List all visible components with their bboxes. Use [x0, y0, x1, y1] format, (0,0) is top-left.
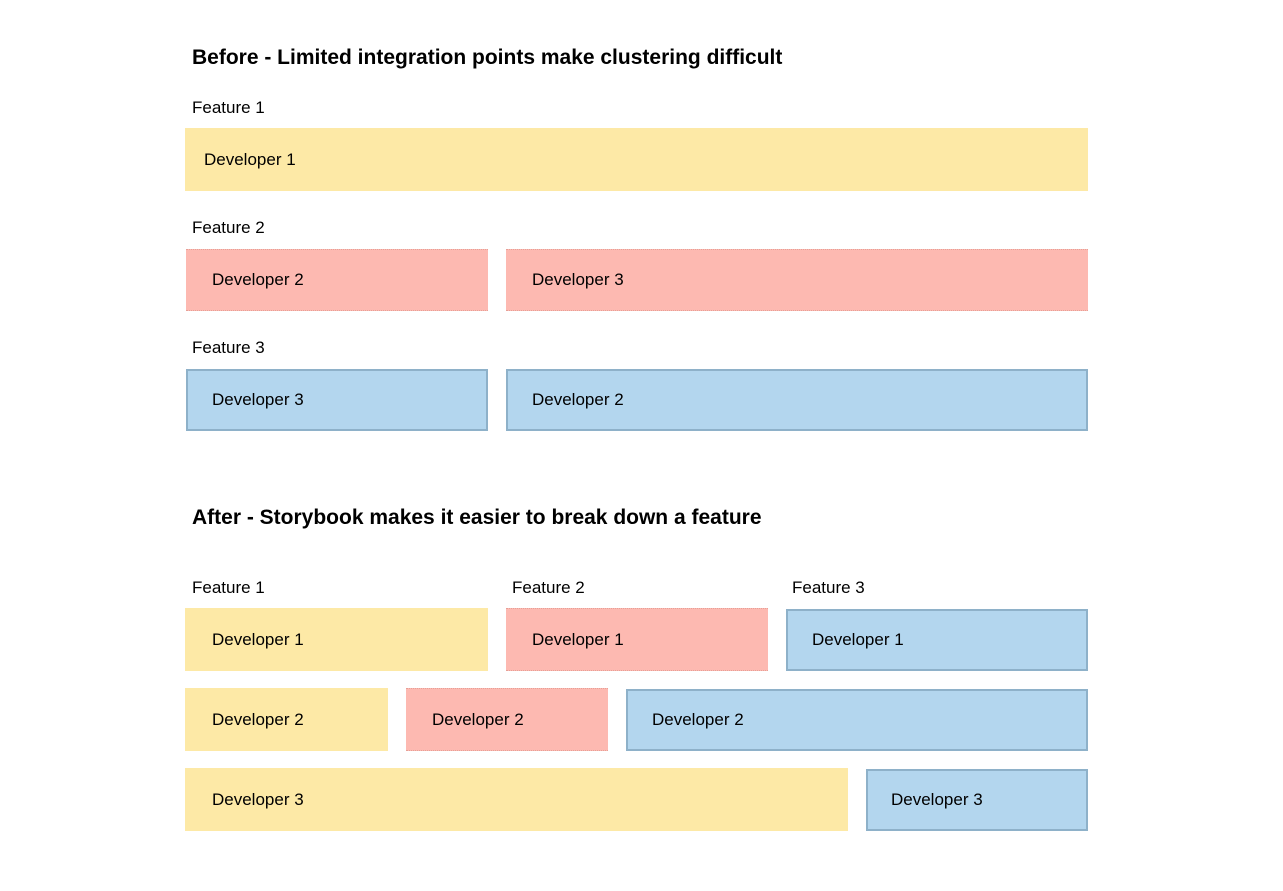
bar-label: Developer 1	[212, 629, 304, 649]
bar-label: Developer 2	[532, 390, 624, 409]
bar-label: Developer 2	[652, 710, 744, 729]
after-feature-2-label: Feature 2	[512, 578, 585, 597]
after-feature-3-label: Feature 3	[792, 578, 865, 597]
before-feature-2-developer-2-bar: Developer 2	[186, 249, 488, 311]
after-feature-1-developer-1-bar: Developer 1	[185, 608, 488, 671]
bar-label: Developer 1	[812, 630, 904, 649]
bar-label: Developer 3	[212, 390, 304, 409]
before-title: Before - Limited integration points make…	[192, 46, 783, 69]
after-feature-1-developer-3-bar: Developer 3	[185, 768, 848, 831]
bar-label: Developer 2	[212, 709, 304, 729]
bar-label: Developer 2	[432, 709, 524, 729]
after-feature-2-developer-2-bar: Developer 2	[406, 688, 608, 751]
after-feature-3-developer-1-bar: Developer 1	[786, 609, 1088, 671]
bar-label: Developer 2	[212, 270, 304, 289]
before-feature-1-developer-1-bar: Developer 1	[185, 128, 1088, 191]
after-feature-3-developer-3-bar: Developer 3	[866, 769, 1088, 831]
bar-label: Developer 1	[532, 629, 624, 649]
after-feature-3-developer-2-bar: Developer 2	[626, 689, 1088, 751]
before-feature-1-label: Feature 1	[192, 98, 265, 117]
before-feature-3-label: Feature 3	[192, 338, 265, 357]
bar-label: Developer 1	[204, 149, 296, 169]
before-feature-2-developer-3-bar: Developer 3	[506, 249, 1088, 311]
bar-label: Developer 3	[891, 790, 983, 809]
after-title: After - Storybook makes it easier to bre…	[192, 506, 762, 529]
before-feature-3-developer-2-bar: Developer 2	[506, 369, 1088, 431]
after-feature-2-developer-1-bar: Developer 1	[506, 608, 768, 671]
before-feature-3-developer-3-bar: Developer 3	[186, 369, 488, 431]
before-feature-2-label: Feature 2	[192, 218, 265, 237]
bar-label: Developer 3	[212, 789, 304, 809]
bar-label: Developer 3	[532, 270, 624, 289]
after-feature-1-label: Feature 1	[192, 578, 265, 597]
after-feature-1-developer-2-bar: Developer 2	[185, 688, 388, 751]
